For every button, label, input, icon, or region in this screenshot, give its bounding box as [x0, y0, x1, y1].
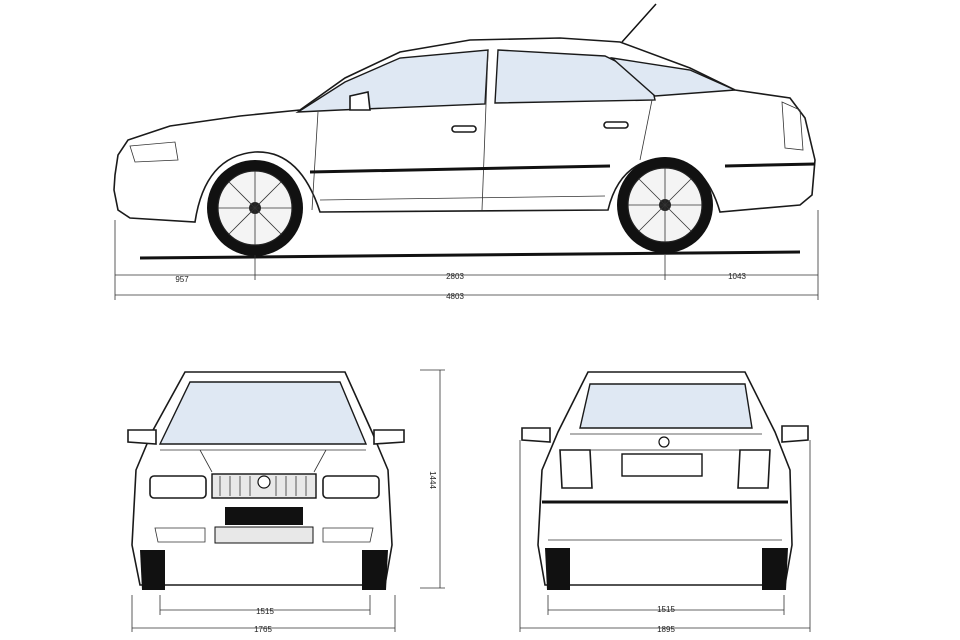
side-front-wheel	[207, 160, 303, 256]
side-rear-wheel	[617, 157, 713, 253]
dim-front-width: 1765	[254, 625, 272, 634]
rear-right-tire	[762, 548, 788, 590]
side-mirror	[349, 91, 371, 111]
dim-front-overhang: 957	[175, 275, 189, 284]
side-dim-extension-lines	[114, 210, 819, 300]
rear-dim-lines	[519, 440, 811, 632]
side-front-door-handle	[451, 125, 477, 133]
dim-total-length: 4803	[446, 292, 464, 301]
side-antenna	[621, 3, 657, 43]
rear-badge-icon	[658, 436, 670, 448]
front-grille-bars	[219, 476, 307, 496]
rear-right-mirror	[781, 425, 809, 443]
front-fog-lights	[154, 527, 374, 543]
front-right-headlight	[322, 475, 380, 499]
rear-left-taillight	[559, 449, 593, 489]
front-right-mirror	[373, 429, 405, 445]
front-left-mirror	[127, 429, 157, 445]
rear-left-mirror	[521, 427, 551, 443]
side-front-window	[295, 49, 489, 113]
side-rear-quarter-glass	[609, 56, 736, 97]
dim-rear-track: 1515	[657, 605, 675, 614]
dim-rear-overhang: 1043	[728, 272, 746, 281]
front-hood-lines	[160, 449, 366, 473]
dim-wheelbase: 2803	[446, 272, 464, 281]
front-right-tire	[362, 550, 388, 590]
front-dim-lines	[131, 369, 445, 632]
rear-view	[519, 371, 811, 632]
side-headlight	[129, 141, 179, 163]
front-left-tire	[140, 550, 165, 590]
rear-right-taillight	[737, 449, 771, 489]
side-body-trim	[309, 162, 816, 174]
side-ground-shadow	[139, 250, 801, 260]
front-badge-icon	[257, 475, 271, 489]
side-door-lines	[311, 51, 653, 211]
side-rear-door-handle	[603, 121, 629, 129]
front-windshield	[158, 381, 368, 445]
front-license-plate	[225, 507, 303, 525]
front-lower-grille	[214, 526, 314, 544]
rear-window	[579, 383, 753, 429]
dim-rear-width: 1895	[657, 625, 675, 634]
side-sill-line	[319, 195, 606, 201]
rear-trunk-lines	[560, 433, 770, 451]
dim-front-track: 1515	[256, 607, 274, 616]
rear-license-plate	[621, 453, 703, 477]
side-view	[113, 3, 819, 300]
front-left-headlight	[149, 475, 207, 499]
rear-left-tire	[545, 548, 570, 590]
dim-front-height: 1444	[428, 471, 437, 489]
front-view	[127, 369, 445, 632]
side-taillight	[781, 101, 804, 151]
